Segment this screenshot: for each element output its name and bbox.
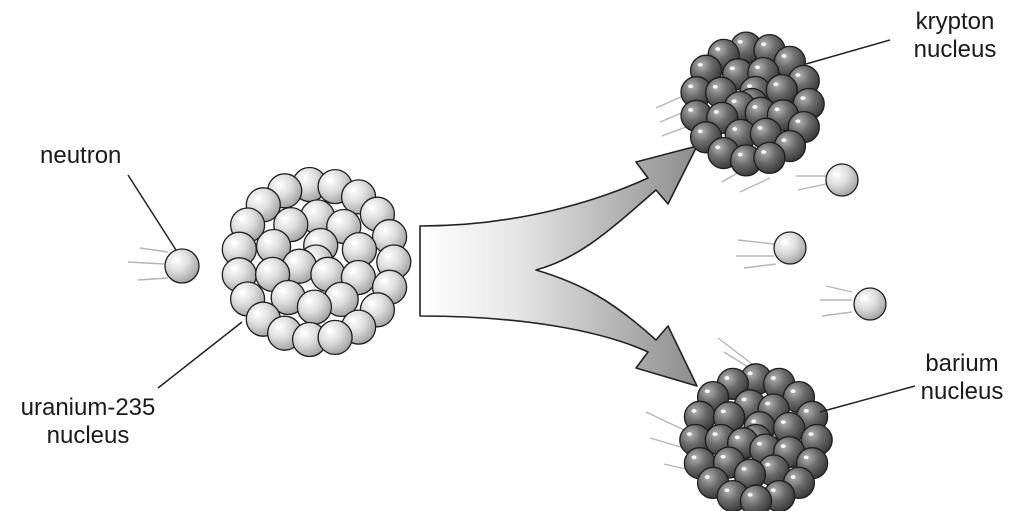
krypton-label-line1: krypton: [900, 8, 1010, 36]
motion-streak: [650, 438, 684, 448]
uranium-nucleon: [318, 320, 352, 354]
barium-nucleon: [741, 485, 772, 511]
uranium-label: uranium-235 nucleus: [8, 394, 168, 450]
motion-streak: [138, 278, 168, 280]
motion-streak: [740, 178, 770, 192]
barium-leader-line: [820, 386, 915, 412]
krypton-nucleus: [681, 32, 824, 176]
motion-streak: [646, 412, 684, 430]
uranium-label-line2: nucleus: [8, 422, 168, 450]
released-neutron: [854, 288, 886, 320]
neutron-label: neutron: [40, 142, 121, 170]
motion-streak: [738, 240, 774, 244]
motion-streak: [128, 262, 164, 264]
uranium-label-line1: uranium-235: [8, 394, 168, 422]
split-arrow-shape: [420, 146, 697, 386]
motion-streak: [822, 312, 852, 316]
neutron-leader-line: [128, 175, 176, 250]
motion-streak: [140, 248, 168, 252]
motion-streak: [798, 184, 826, 190]
krypton-leader-line: [806, 40, 890, 64]
incoming-neutron: [165, 249, 199, 283]
barium-label: barium nucleus: [910, 350, 1014, 406]
krypton-nucleon: [754, 142, 785, 173]
uranium-235-nucleus: [222, 168, 410, 357]
krypton-label: krypton nucleus: [900, 8, 1010, 64]
uranium-nucleon: [297, 290, 331, 324]
motion-streak: [718, 338, 752, 364]
barium-nucleus: [680, 364, 832, 511]
released-neutron: [826, 164, 858, 196]
krypton-label-line2: nucleus: [900, 36, 1010, 64]
released-neutron: [774, 232, 806, 264]
neutron-label-text: neutron: [40, 142, 121, 170]
motion-streak: [826, 286, 852, 292]
barium-label-line1: barium: [910, 350, 1014, 378]
split-arrow: [420, 146, 697, 386]
motion-streak: [744, 264, 776, 268]
uranium-leader-line: [158, 322, 242, 388]
barium-label-line2: nucleus: [910, 378, 1014, 406]
